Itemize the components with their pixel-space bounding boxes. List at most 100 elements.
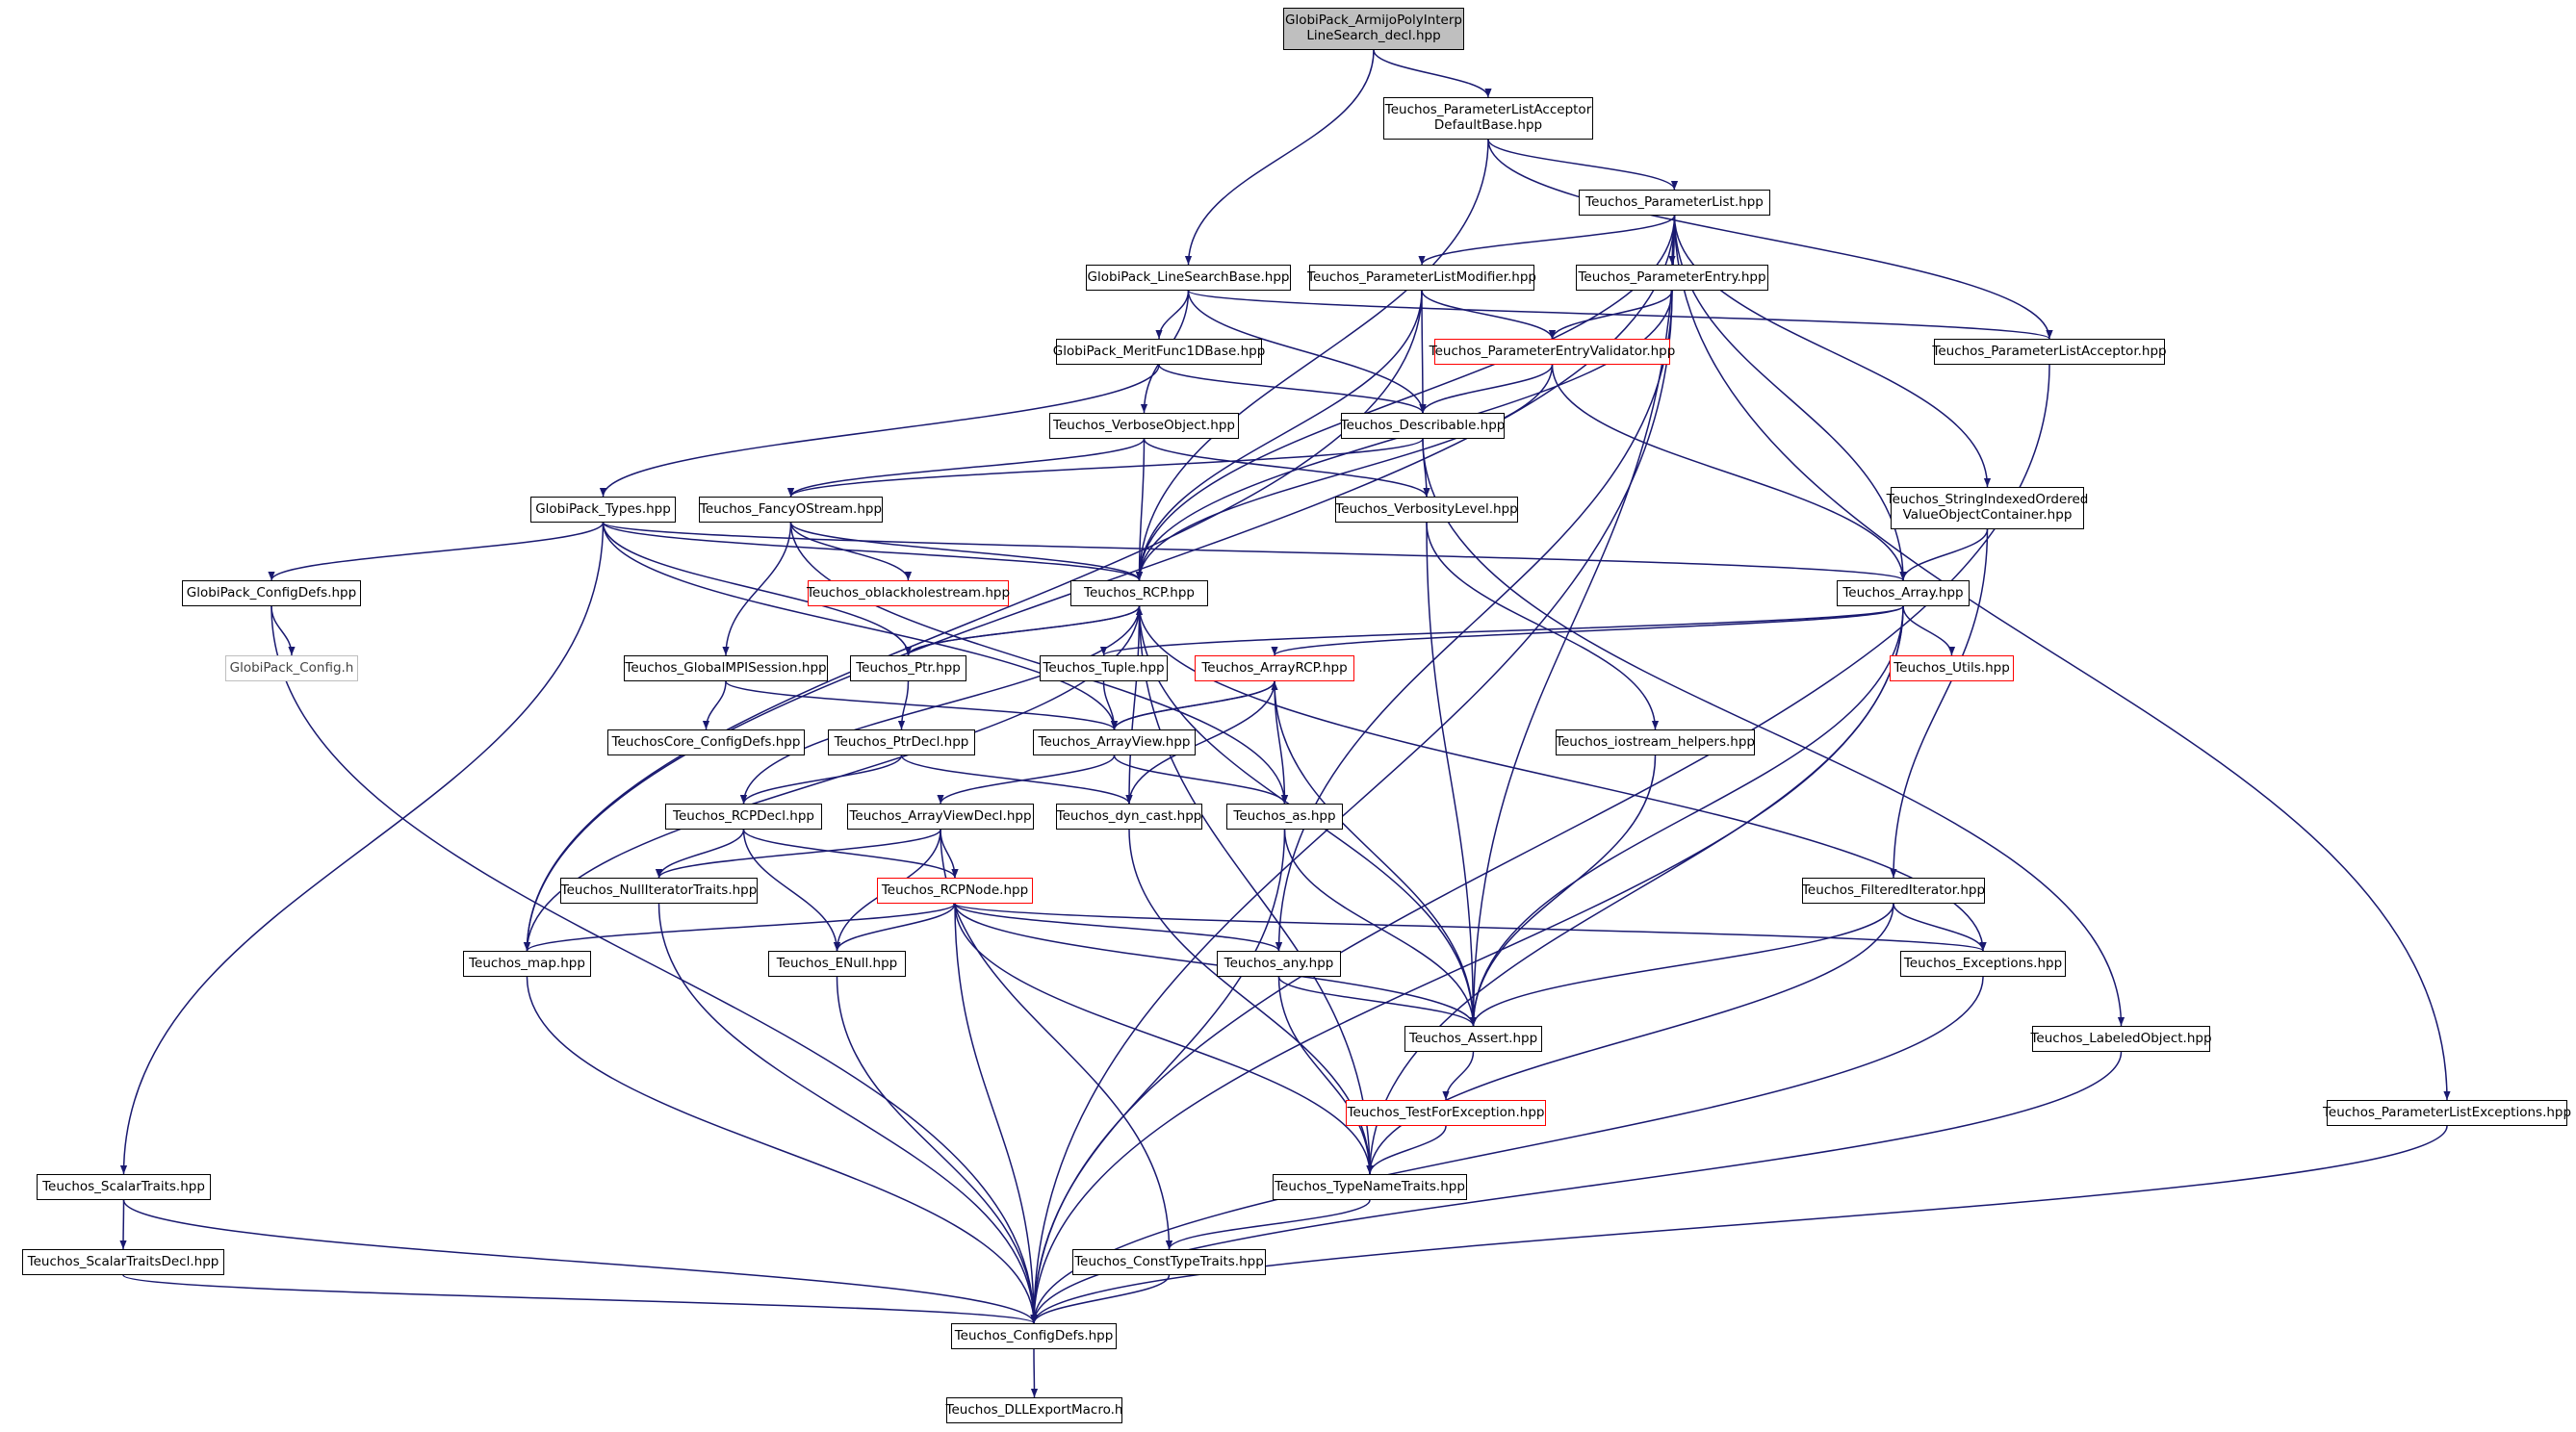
edge-iostream-to-assert [1469,754,1657,1027]
edge-param_list-to-plm [1418,215,1676,266]
edge-array-to-utils [1902,605,1956,656]
edge-rcpnode-to-any [954,903,1282,952]
node-siovc[interactable]: Teuchos_StringIndexedOrdered ValueObject… [1887,487,2088,529]
edge-describable-to-fancy [787,438,1424,498]
edge-map-to-configdefs [526,976,1038,1324]
node-tuple[interactable]: Teuchos_Tuple.hpp [1040,655,1168,681]
node-describable[interactable]: Teuchos_Describable.hpp [1341,413,1505,439]
edge-rcpnode-to-exceptions [954,903,1987,952]
edge-globi_types-to-globi_configdefs [268,522,605,581]
node-param-list[interactable]: Teuchos_ParameterList.hpp [1579,190,1770,216]
edge-globi_types-to-scalar [119,522,605,1175]
node-oblack[interactable]: Teuchos_oblackholestream.hpp [807,580,1010,606]
edge-pla_default-to-pla [1487,139,2053,340]
node-gmpi[interactable]: Teuchos_GlobalMPISession.hpp [624,655,828,681]
edge-labeled-to-configdefs [1030,1051,2123,1324]
edge-param_list-to-assert [1469,215,1676,1027]
node-exceptions[interactable]: Teuchos_Exceptions.hpp [1900,951,2066,977]
node-rcpnode[interactable]: Teuchos_RCPNode.hpp [877,878,1033,904]
node-assert[interactable]: Teuchos_Assert.hpp [1404,1026,1542,1052]
edge-arrayview-to-as [1113,754,1289,805]
edge-any-to-typename [1277,976,1374,1175]
edge-pev-to-describable [1419,364,1554,414]
node-configdefs[interactable]: Teuchos_ConfigDefs.hpp [951,1323,1117,1349]
edge-ptrdecl-to-rcpdecl [739,754,903,805]
edge-arcp-to-dyncast [1125,680,1275,805]
node-map[interactable]: Teuchos_map.hpp [463,951,591,977]
edge-dyncast-to-typename [1128,829,1374,1175]
edge-filtered-to-typename [1366,903,1894,1175]
edge-plm-to-rcp [1135,290,1423,581]
node-root[interactable]: GlobiPack_ArmijoPolyInterp LineSearch_de… [1283,8,1464,50]
edge-consttype-to-configdefs [1030,1274,1171,1324]
node-param-entry[interactable]: Teuchos_ParameterEntry.hpp [1576,265,1768,291]
node-dyncast[interactable]: Teuchos_dyn_cast.hpp [1056,804,1202,830]
node-nullit[interactable]: Teuchos_NullIteratorTraits.hpp [560,878,758,904]
node-iostream[interactable]: Teuchos_iostream_helpers.hpp [1556,729,1755,755]
node-ptr[interactable]: Teuchos_Ptr.hpp [850,655,966,681]
edge-rcpnode-to-configdefs [954,903,1038,1324]
node-scalardecl[interactable]: Teuchos_ScalarTraitsDecl.hpp [22,1249,224,1275]
edge-arrayview-to-avdecl [937,754,1116,805]
edge-param_list-to-siovc [1673,215,1992,488]
edge-ls_base-to-describable [1187,290,1427,414]
edge-root-to-ls_base [1184,49,1375,266]
node-arcp[interactable]: Teuchos_ArrayRCP.hpp [1195,655,1354,681]
node-any[interactable]: Teuchos_any.hpp [1217,951,1341,977]
edge-fancy-to-gmpi [722,522,792,656]
node-utils[interactable]: Teuchos_Utils.hpp [1890,655,2014,681]
node-pla[interactable]: Teuchos_ParameterListAcceptor.hpp [1932,339,2167,365]
node-tfe[interactable]: Teuchos_TestForException.hpp [1346,1100,1546,1126]
edge-plm-to-pev [1421,290,1557,340]
edge-rcpnode-to-enull [833,903,956,952]
node-verbosity[interactable]: Teuchos_VerbosityLevel.hpp [1335,497,1518,523]
node-ls-base[interactable]: GlobiPack_LineSearchBase.hpp [1086,265,1291,291]
edge-globi_types-to-array [602,522,1907,581]
edge-globi_configdefs-to-configdefs [270,605,1038,1324]
node-plexc[interactable]: Teuchos_ParameterListExceptions.hpp [2323,1100,2571,1126]
node-core-configdefs[interactable]: TeuchosCore_ConfigDefs.hpp [607,729,805,755]
node-enull[interactable]: Teuchos_ENull.hpp [768,951,906,977]
edge-any-to-assert [1277,976,1478,1027]
node-scalar[interactable]: Teuchos_ScalarTraits.hpp [37,1174,211,1200]
node-pla-default[interactable]: Teuchos_ParameterListAcceptor DefaultBas… [1383,97,1593,140]
edge-ptrdecl-to-dyncast [900,754,1133,805]
node-typename[interactable]: Teuchos_TypeNameTraits.hpp [1273,1174,1467,1200]
edge-globi_types-to-arrayview [602,522,1119,730]
node-plm[interactable]: Teuchos_ParameterListModifier.hpp [1307,265,1536,291]
node-fancy[interactable]: Teuchos_FancyOStream.hpp [699,497,883,523]
edge-globi_configdefs-to-globi_config [270,605,296,656]
node-filtered[interactable]: Teuchos_FilteredIterator.hpp [1802,878,1985,904]
edge-ptr-to-ptrdecl [897,680,910,730]
edge-assert-to-tfe [1442,1051,1475,1101]
node-globi-config[interactable]: GlobiPack_Config.h [225,655,358,681]
edge-gmpi-to-arrayview [725,680,1118,730]
edge-rcpnode-to-assert [954,903,1478,1027]
edge-merit-to-describable [1158,364,1427,414]
node-dll[interactable]: Teuchos_DLLExportMacro.h [946,1397,1122,1423]
edge-pla_default-to-rcp [1135,139,1489,581]
edge-ls_base-to-merit [1155,290,1190,340]
node-labeled[interactable]: Teuchos_LabeledObject.hpp [2030,1026,2212,1052]
node-globi-types[interactable]: GlobiPack_Types.hpp [530,497,676,523]
edge-array-to-assert [1469,605,1904,1027]
edge-gmpi-to-core_configdefs [702,680,727,730]
node-ptrdecl[interactable]: Teuchos_PtrDecl.hpp [828,729,975,755]
node-rcpdecl[interactable]: Teuchos_RCPDecl.hpp [665,804,822,830]
edge-siovc-to-filtered [1890,528,1989,879]
node-globi-configdefs[interactable]: GlobiPack_ConfigDefs.hpp [182,580,361,606]
node-array[interactable]: Teuchos_Array.hpp [1837,580,1970,606]
edge-rcpnode-to-typename [954,903,1374,1175]
edge-rcp-to-rcpdecl [739,605,1141,805]
node-pev[interactable]: Teuchos_ParameterEntryValidator.hpp [1430,339,1675,365]
node-rcp[interactable]: Teuchos_RCP.hpp [1070,580,1208,606]
edge-plm-to-describable [1419,290,1427,414]
node-avdecl[interactable]: Teuchos_ArrayViewDecl.hpp [847,804,1034,830]
edge-param_entry-to-any [1275,290,1673,952]
node-arrayview[interactable]: Teuchos_ArrayView.hpp [1033,729,1196,755]
node-consttype[interactable]: Teuchos_ConstTypeTraits.hpp [1072,1249,1266,1275]
edge-param_entry-to-configdefs [1030,290,1673,1324]
node-merit[interactable]: GlobiPack_MeritFunc1DBase.hpp [1053,339,1265,365]
node-as[interactable]: Teuchos_as.hpp [1226,804,1343,830]
node-verbose[interactable]: Teuchos_VerboseObject.hpp [1049,413,1239,439]
